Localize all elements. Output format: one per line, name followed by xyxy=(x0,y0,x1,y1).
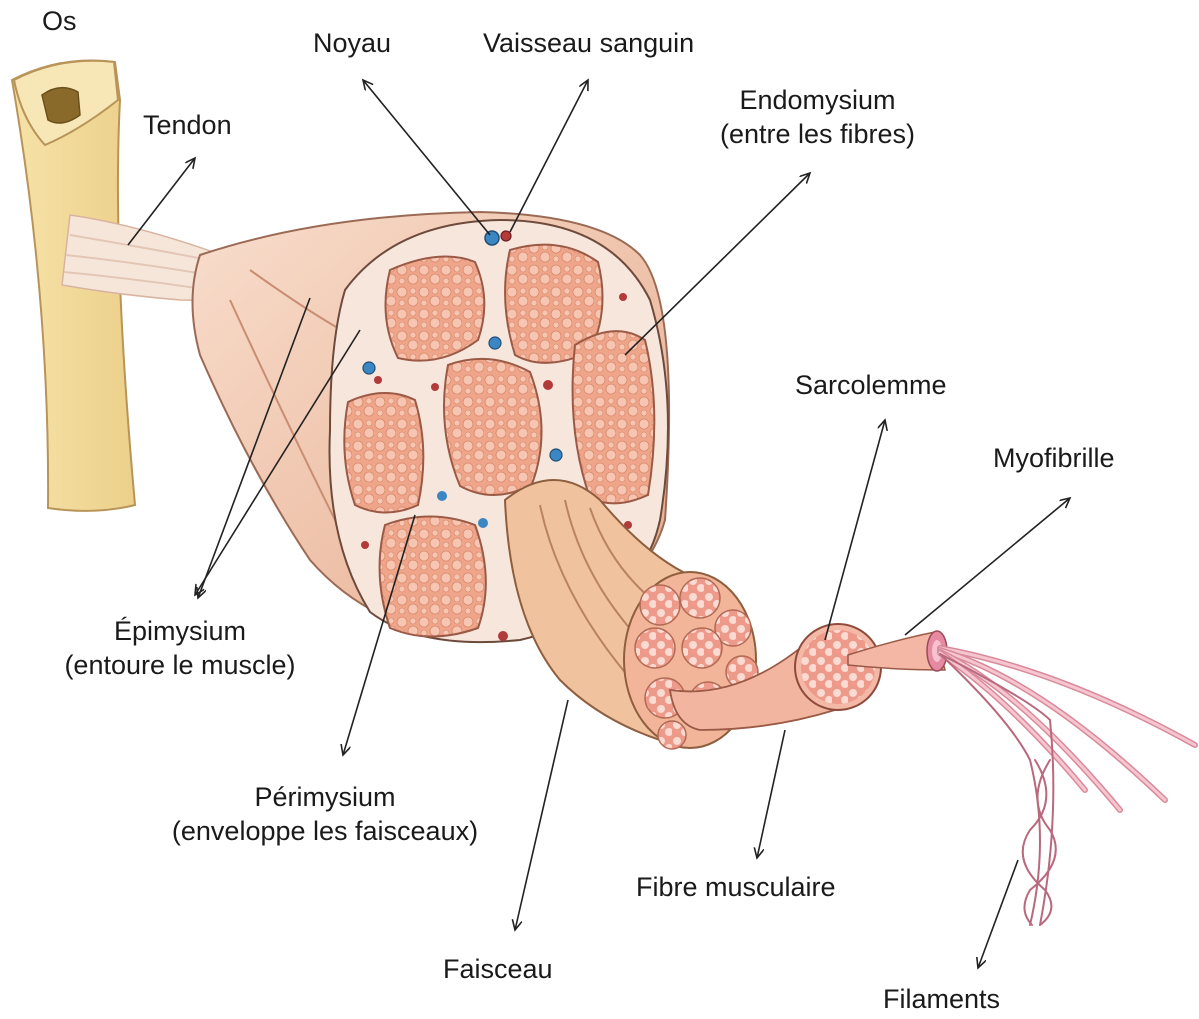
label-perimysium: Périmysium (enveloppe les faisceaux) xyxy=(140,780,510,848)
arrow-fibre xyxy=(757,730,785,858)
label-endomysium-note: (entre les fibres) xyxy=(695,117,940,151)
arrow-noyau xyxy=(363,80,490,235)
label-vaisseau-sanguin: Vaisseau sanguin xyxy=(483,26,694,60)
label-filaments: Filaments xyxy=(883,982,1000,1016)
label-os: Os xyxy=(42,4,77,38)
arrow-sarcolemme xyxy=(825,420,885,640)
label-sarcolemme: Sarcolemme xyxy=(795,368,947,402)
arrow-filaments xyxy=(978,860,1018,968)
label-perimysium-note: (enveloppe les faisceaux) xyxy=(140,814,510,848)
label-perimysium-title: Périmysium xyxy=(140,780,510,814)
label-endomysium-title: Endomysium xyxy=(695,83,940,117)
arrow-tendon xyxy=(128,158,195,245)
arrow-vaisseau xyxy=(510,80,588,232)
label-noyau: Noyau xyxy=(313,26,391,60)
label-epimysium: Épimysium (entoure le muscle) xyxy=(35,614,325,682)
arrow-endomysium xyxy=(625,173,810,355)
arrow-faisceau xyxy=(515,700,568,930)
arrow-myofibrille xyxy=(905,498,1070,635)
label-tendon: Tendon xyxy=(143,108,232,142)
label-faisceau: Faisceau xyxy=(443,952,553,986)
filaments xyxy=(940,648,1195,925)
label-epimysium-note: (entoure le muscle) xyxy=(35,648,325,682)
label-endomysium: Endomysium (entre les fibres) xyxy=(695,83,940,151)
label-fibre-musculaire: Fibre musculaire xyxy=(636,870,836,904)
label-epimysium-title: Épimysium xyxy=(35,614,325,648)
label-myofibrille: Myofibrille xyxy=(993,441,1115,475)
